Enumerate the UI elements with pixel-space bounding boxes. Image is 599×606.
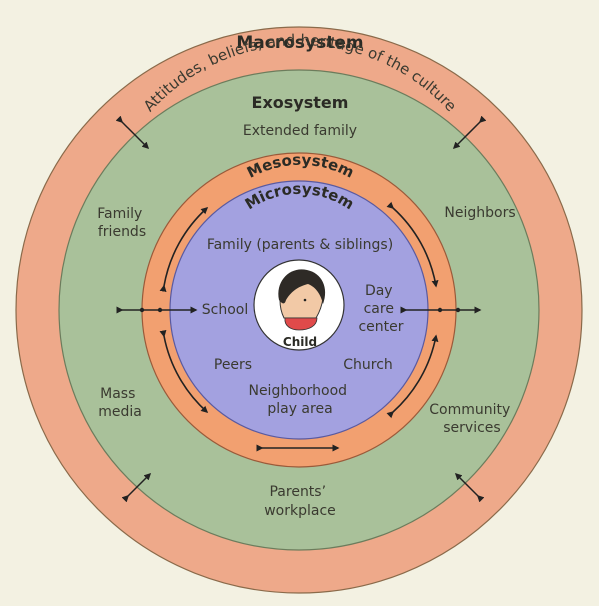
peers-label: Peers xyxy=(214,357,252,373)
neighbors-label: Neighbors xyxy=(444,205,515,221)
arrow-icon xyxy=(454,472,485,503)
community-services-label: Community services xyxy=(429,402,514,436)
parents-workplace-label: Parents’ workplace xyxy=(264,484,336,519)
child-label: Child xyxy=(283,335,317,349)
arrow-icon xyxy=(159,206,209,293)
family-friends-label: Family friends xyxy=(97,206,147,240)
extended-family-label: Extended family xyxy=(243,123,357,139)
exosystem-title: Exosystem xyxy=(252,93,349,112)
diagonal-arrows xyxy=(115,115,487,503)
arrow-icon xyxy=(386,334,439,419)
arrow-icon xyxy=(452,115,487,150)
macrosystem-title: Macrosystem xyxy=(236,33,363,53)
family-label: Family (parents & siblings) xyxy=(207,237,393,253)
mesosystem-curved-arrows xyxy=(159,201,439,452)
arrow-icon xyxy=(159,329,209,414)
day-care-center-label: Day care center xyxy=(358,283,403,335)
child-portrait-icon xyxy=(278,269,326,331)
arrow-icon xyxy=(386,201,439,288)
mass-media-label: Mass media xyxy=(98,386,142,420)
ring-junction-dots xyxy=(139,307,461,313)
arrow-icon xyxy=(115,115,150,150)
arrow-icon xyxy=(121,472,152,503)
neighborhood-label: Neighborhood play area xyxy=(248,383,351,417)
church-label: Church xyxy=(343,357,393,373)
school-label: School xyxy=(202,302,248,318)
